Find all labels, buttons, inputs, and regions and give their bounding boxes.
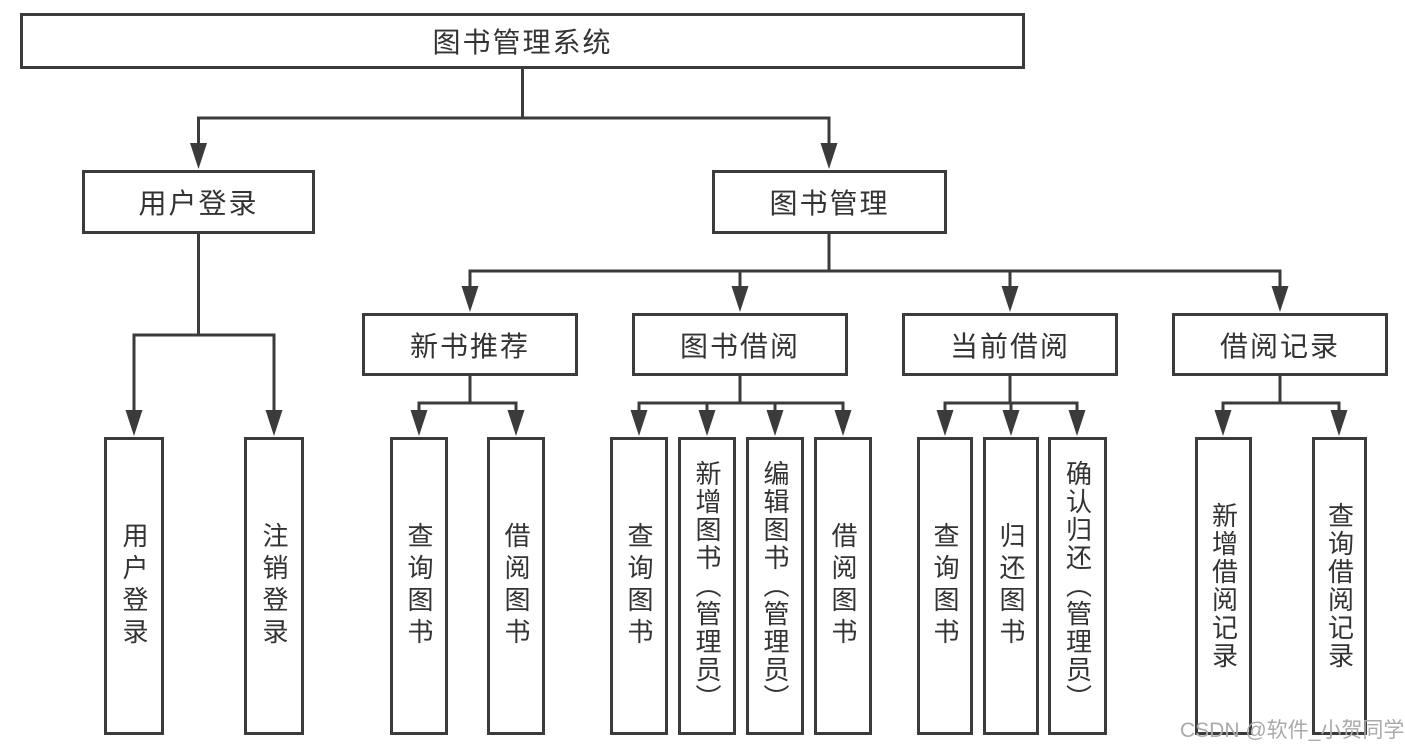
leaf-query-books-borrow: 查询图书	[610, 437, 668, 735]
leaf-query-borrow-record-label: 查询借阅记录	[1324, 502, 1355, 670]
leaf-return-books: 归还图书	[983, 437, 1039, 735]
leaf-add-borrow-record-label: 新增借阅记录	[1208, 502, 1239, 670]
leaf-add-book-admin-label: 新增图书（管理员）	[692, 460, 722, 712]
arrowhead-icons	[125, 143, 1348, 436]
node-current-borrow: 当前借阅	[902, 313, 1118, 376]
leaf-borrow-books-label: 借阅图书	[828, 522, 858, 650]
leaf-query-books-recommend-label: 查询图书	[404, 522, 434, 650]
leaf-user-login: 用户登录	[104, 437, 164, 735]
leaf-query-books-borrow-label: 查询图书	[624, 522, 654, 650]
leaf-borrow-books: 借阅图书	[814, 437, 872, 735]
csdn-watermark: CSDN @软件_小贺同学	[1180, 719, 1405, 742]
leaf-confirm-return-admin: 确认归还（管理员）	[1048, 437, 1107, 735]
leaf-query-borrow-record: 查询借阅记录	[1312, 437, 1367, 735]
node-book-management: 图书管理	[712, 170, 947, 234]
node-book-management-label: 图书管理	[769, 188, 890, 219]
leaf-logout: 注销登录	[244, 437, 304, 735]
node-borrow-records-label: 借阅记录	[1219, 330, 1340, 362]
node-book-borrow-label: 图书借阅	[679, 330, 800, 362]
leaf-borrow-books-recommend: 借阅图书	[487, 437, 545, 735]
node-user-login: 用户登录	[82, 170, 315, 234]
node-root-label: 图书管理系统	[432, 27, 613, 58]
leaf-confirm-return-admin-label: 确认归还（管理员）	[1062, 460, 1093, 712]
node-user-login-label: 用户登录	[138, 188, 259, 219]
leaf-edit-book-admin: 编辑图书（管理员）	[746, 437, 804, 735]
leaf-query-books-current: 查询图书	[917, 437, 973, 735]
leaf-borrow-books-recommend-label: 借阅图书	[501, 522, 531, 650]
leaf-add-borrow-record: 新增借阅记录	[1195, 437, 1252, 735]
leaf-return-books-label: 归还图书	[996, 522, 1026, 650]
node-book-borrow: 图书借阅	[632, 313, 848, 376]
leaf-logout-label: 注销登录	[259, 522, 289, 650]
leaf-query-books-current-label: 查询图书	[930, 522, 960, 650]
node-new-book-recommend-label: 新书推荐	[409, 330, 530, 362]
leaf-edit-book-admin-label: 编辑图书（管理员）	[760, 460, 790, 712]
node-root: 图书管理系统	[20, 13, 1025, 69]
node-borrow-records: 借阅记录	[1172, 313, 1388, 376]
node-new-book-recommend: 新书推荐	[362, 313, 578, 376]
leaf-add-book-admin: 新增图书（管理员）	[678, 437, 736, 735]
leaf-user-login-label: 用户登录	[119, 522, 149, 650]
node-current-borrow-label: 当前借阅	[949, 330, 1070, 362]
leaf-query-books-recommend: 查询图书	[390, 437, 448, 735]
